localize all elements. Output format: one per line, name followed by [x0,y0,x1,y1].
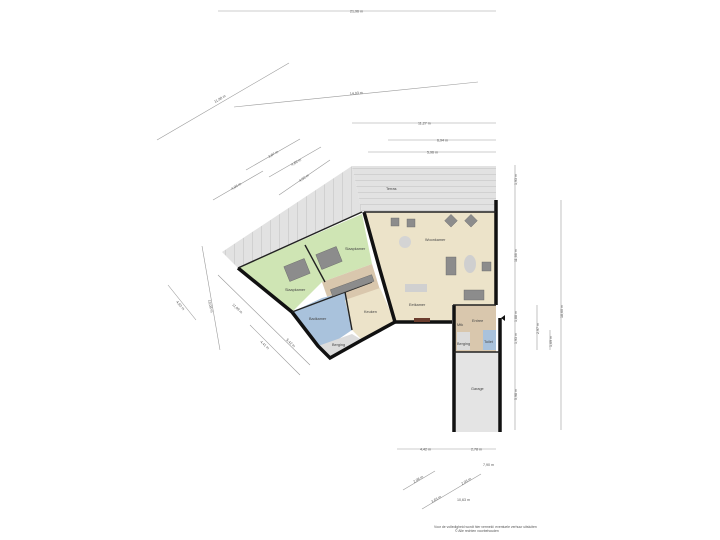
dim-right: 1,69 m [549,336,553,347]
chair-icon [464,214,478,228]
coffee-table-icon [464,255,476,273]
dim-right: 11,66 m [514,249,518,262]
bed-icon [283,258,311,282]
label-entrance: Entree [472,319,483,323]
dim-bottom: 2,93 m [461,477,473,486]
dim-bottom: 2,98 m [413,475,425,484]
dim-right: 18,60 m [560,305,564,318]
outer-wall-left [236,266,396,361]
armchair-icon [481,261,492,272]
entrance-arrow-icon [501,315,505,321]
sofa-icon [463,289,485,301]
dim-top: 5,96 m [427,151,438,155]
footer-disclaimer: Voor de volledigheid wordt hier vermeld:… [434,525,537,529]
label-dining: Eetkamer [409,303,426,307]
dim-right: 1,93 m [514,174,518,185]
dim-left: 4,82 m [175,300,185,311]
label-living: Woonkamer [425,238,446,242]
sofa-icon [445,256,457,276]
label-bedroom1: Slaapkamer [285,288,306,292]
dim-right: 1,93 m [514,333,518,344]
label-bathroom: Badkamer [309,317,327,321]
bath-wall [344,291,353,331]
dim-bottom: 4,42 m [420,448,431,452]
chair-icon [444,214,458,228]
bedroom-divider [304,244,326,283]
footer-copyright: © Alle rechten voorbehouden [455,529,499,533]
dim-left: 10,06 m [207,299,214,313]
room-garage [454,352,500,432]
dim-right: 2,97 m [536,323,540,334]
glass-line [237,211,363,269]
label-terrace: Terras [386,187,397,191]
dim-diag: 11,88 m [214,94,227,104]
room-bathroom [292,292,352,346]
room-living [364,212,496,322]
dim-right: 1,88 m [514,311,518,322]
label-kitchen: Keuken [364,310,377,314]
dim-top-total: 21,96 m [350,10,363,14]
dim-top: 11,27 m [418,122,431,126]
label-storage2: Berging [457,342,470,346]
kitchen-counter-icon [330,274,375,297]
label-toilet: Toilet [484,340,494,344]
dim-diag: 4,50 m [298,173,309,182]
chair-icon [406,218,416,228]
room-storage2 [457,332,470,350]
dim-diag: 14,93 m [350,91,363,96]
label-garage: Garage [471,387,484,391]
room-storage [318,334,362,358]
terrace-slanted [222,166,362,268]
label-storage: Berging [332,343,345,347]
bed-icon [315,246,343,270]
dim-bottom: 10,63 m [457,498,470,502]
dim-left: 4,41 m [259,340,270,351]
dim-bottom: 2,78 m [471,448,482,452]
fireplace-icon [414,318,430,322]
label-bedroom2: Slaapkamer [345,247,366,251]
dim-left: 5,42 m [285,338,296,349]
dim-diag: 4,93 m [231,182,243,191]
dimension-lines: 21,96 m 11,88 m 14,93 m 11,27 m 6,94 m 5… [156,10,564,510]
dim-diag: 4,66 m [291,158,303,167]
dim-bottom: 3,63 m [431,495,443,504]
round-table-icon [399,236,411,248]
dining-table-icon [405,284,427,292]
dim-left: 11,09 m [231,303,243,315]
terrace-straight [352,166,496,212]
label-meter: Mtk [457,323,463,327]
dim-right: 5,98 m [514,389,518,400]
dim-top: 6,94 m [437,139,448,143]
dim-bottom: 7,90 m [483,463,494,467]
chair-icon [390,217,400,227]
dim-diag: 3,87 m [268,150,280,159]
room-toilet [483,330,496,350]
